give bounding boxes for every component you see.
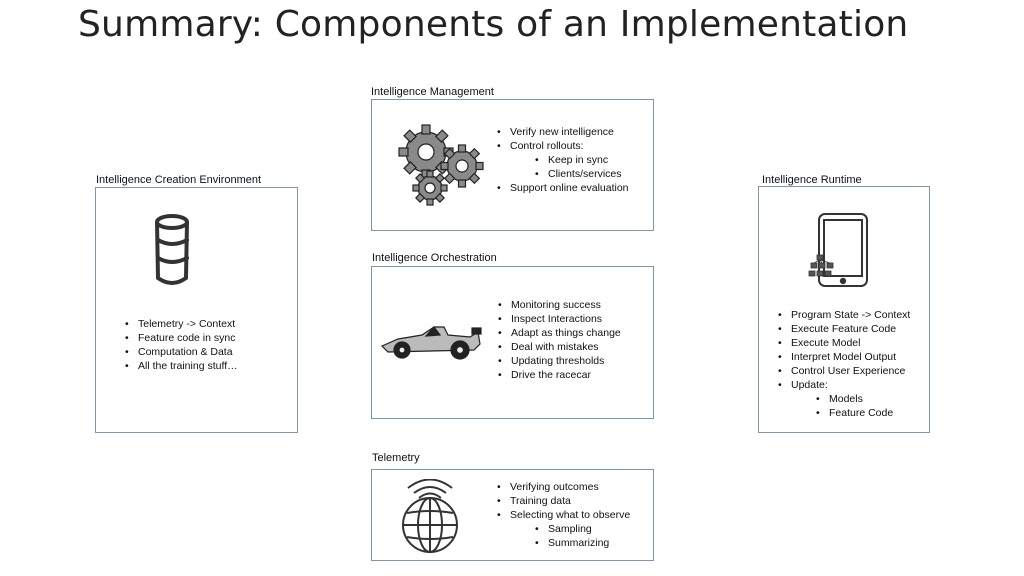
- tablet-icon: [808, 213, 868, 287]
- list-item: Execute Model: [775, 336, 910, 350]
- gears-icon: [398, 124, 484, 206]
- runtime-label: Intelligence Runtime: [762, 174, 862, 186]
- telemetry-bullets: Verifying outcomes Training data Selecti…: [494, 480, 630, 550]
- list-item: Keep in sync: [532, 153, 629, 167]
- list-item: Clients/services: [532, 167, 629, 181]
- list-item: Training data: [494, 494, 630, 508]
- database-icon: [155, 214, 189, 285]
- racecar-icon: [380, 326, 482, 360]
- orchestration-box: Monitoring success Inspect Interactions …: [371, 266, 654, 419]
- list-item: Sampling: [532, 522, 630, 536]
- list-item: Execute Feature Code: [775, 322, 910, 336]
- list-item: Feature Code: [813, 406, 910, 420]
- list-item: Update:: [775, 378, 910, 392]
- list-item: Support online evaluation: [494, 181, 629, 195]
- management-label: Intelligence Management: [371, 86, 494, 98]
- runtime-bullets: Program State -> Context Execute Feature…: [775, 308, 910, 420]
- management-bullets: Verify new intelligence Control rollouts…: [494, 125, 629, 195]
- list-item: Computation & Data: [122, 345, 238, 359]
- orchestration-bullets: Monitoring success Inspect Interactions …: [495, 298, 621, 382]
- creation-box: Telemetry -> Context Feature code in syn…: [95, 187, 298, 433]
- list-item: Summarizing: [532, 536, 630, 550]
- telemetry-box: Verifying outcomes Training data Selecti…: [371, 469, 654, 561]
- creation-bullets: Telemetry -> Context Feature code in syn…: [122, 317, 238, 373]
- slide-title: Summary: Components of an Implementation: [78, 4, 909, 45]
- list-item: Deal with mistakes: [495, 340, 621, 354]
- list-item: All the training stuff…: [122, 359, 238, 373]
- list-item: Selecting what to observe: [494, 508, 630, 522]
- list-item: Control rollouts:: [494, 139, 629, 153]
- orchestration-label: Intelligence Orchestration: [372, 252, 497, 264]
- list-item: Verifying outcomes: [494, 480, 630, 494]
- list-item: Control User Experience: [775, 364, 910, 378]
- list-item: Updating thresholds: [495, 354, 621, 368]
- telemetry-label: Telemetry: [372, 452, 420, 464]
- list-item: Inspect Interactions: [495, 312, 621, 326]
- list-item: Models: [813, 392, 910, 406]
- list-item: Feature code in sync: [122, 331, 238, 345]
- list-item: Telemetry -> Context: [122, 317, 238, 331]
- list-item: Interpret Model Output: [775, 350, 910, 364]
- list-item: Drive the racecar: [495, 368, 621, 382]
- globe-signal-icon: [402, 479, 458, 553]
- management-box: Verify new intelligence Control rollouts…: [371, 99, 654, 231]
- list-item: Verify new intelligence: [494, 125, 629, 139]
- runtime-box: Program State -> Context Execute Feature…: [758, 186, 930, 433]
- list-item: Program State -> Context: [775, 308, 910, 322]
- list-item: Monitoring success: [495, 298, 621, 312]
- list-item: Adapt as things change: [495, 326, 621, 340]
- creation-label: Intelligence Creation Environment: [96, 174, 262, 186]
